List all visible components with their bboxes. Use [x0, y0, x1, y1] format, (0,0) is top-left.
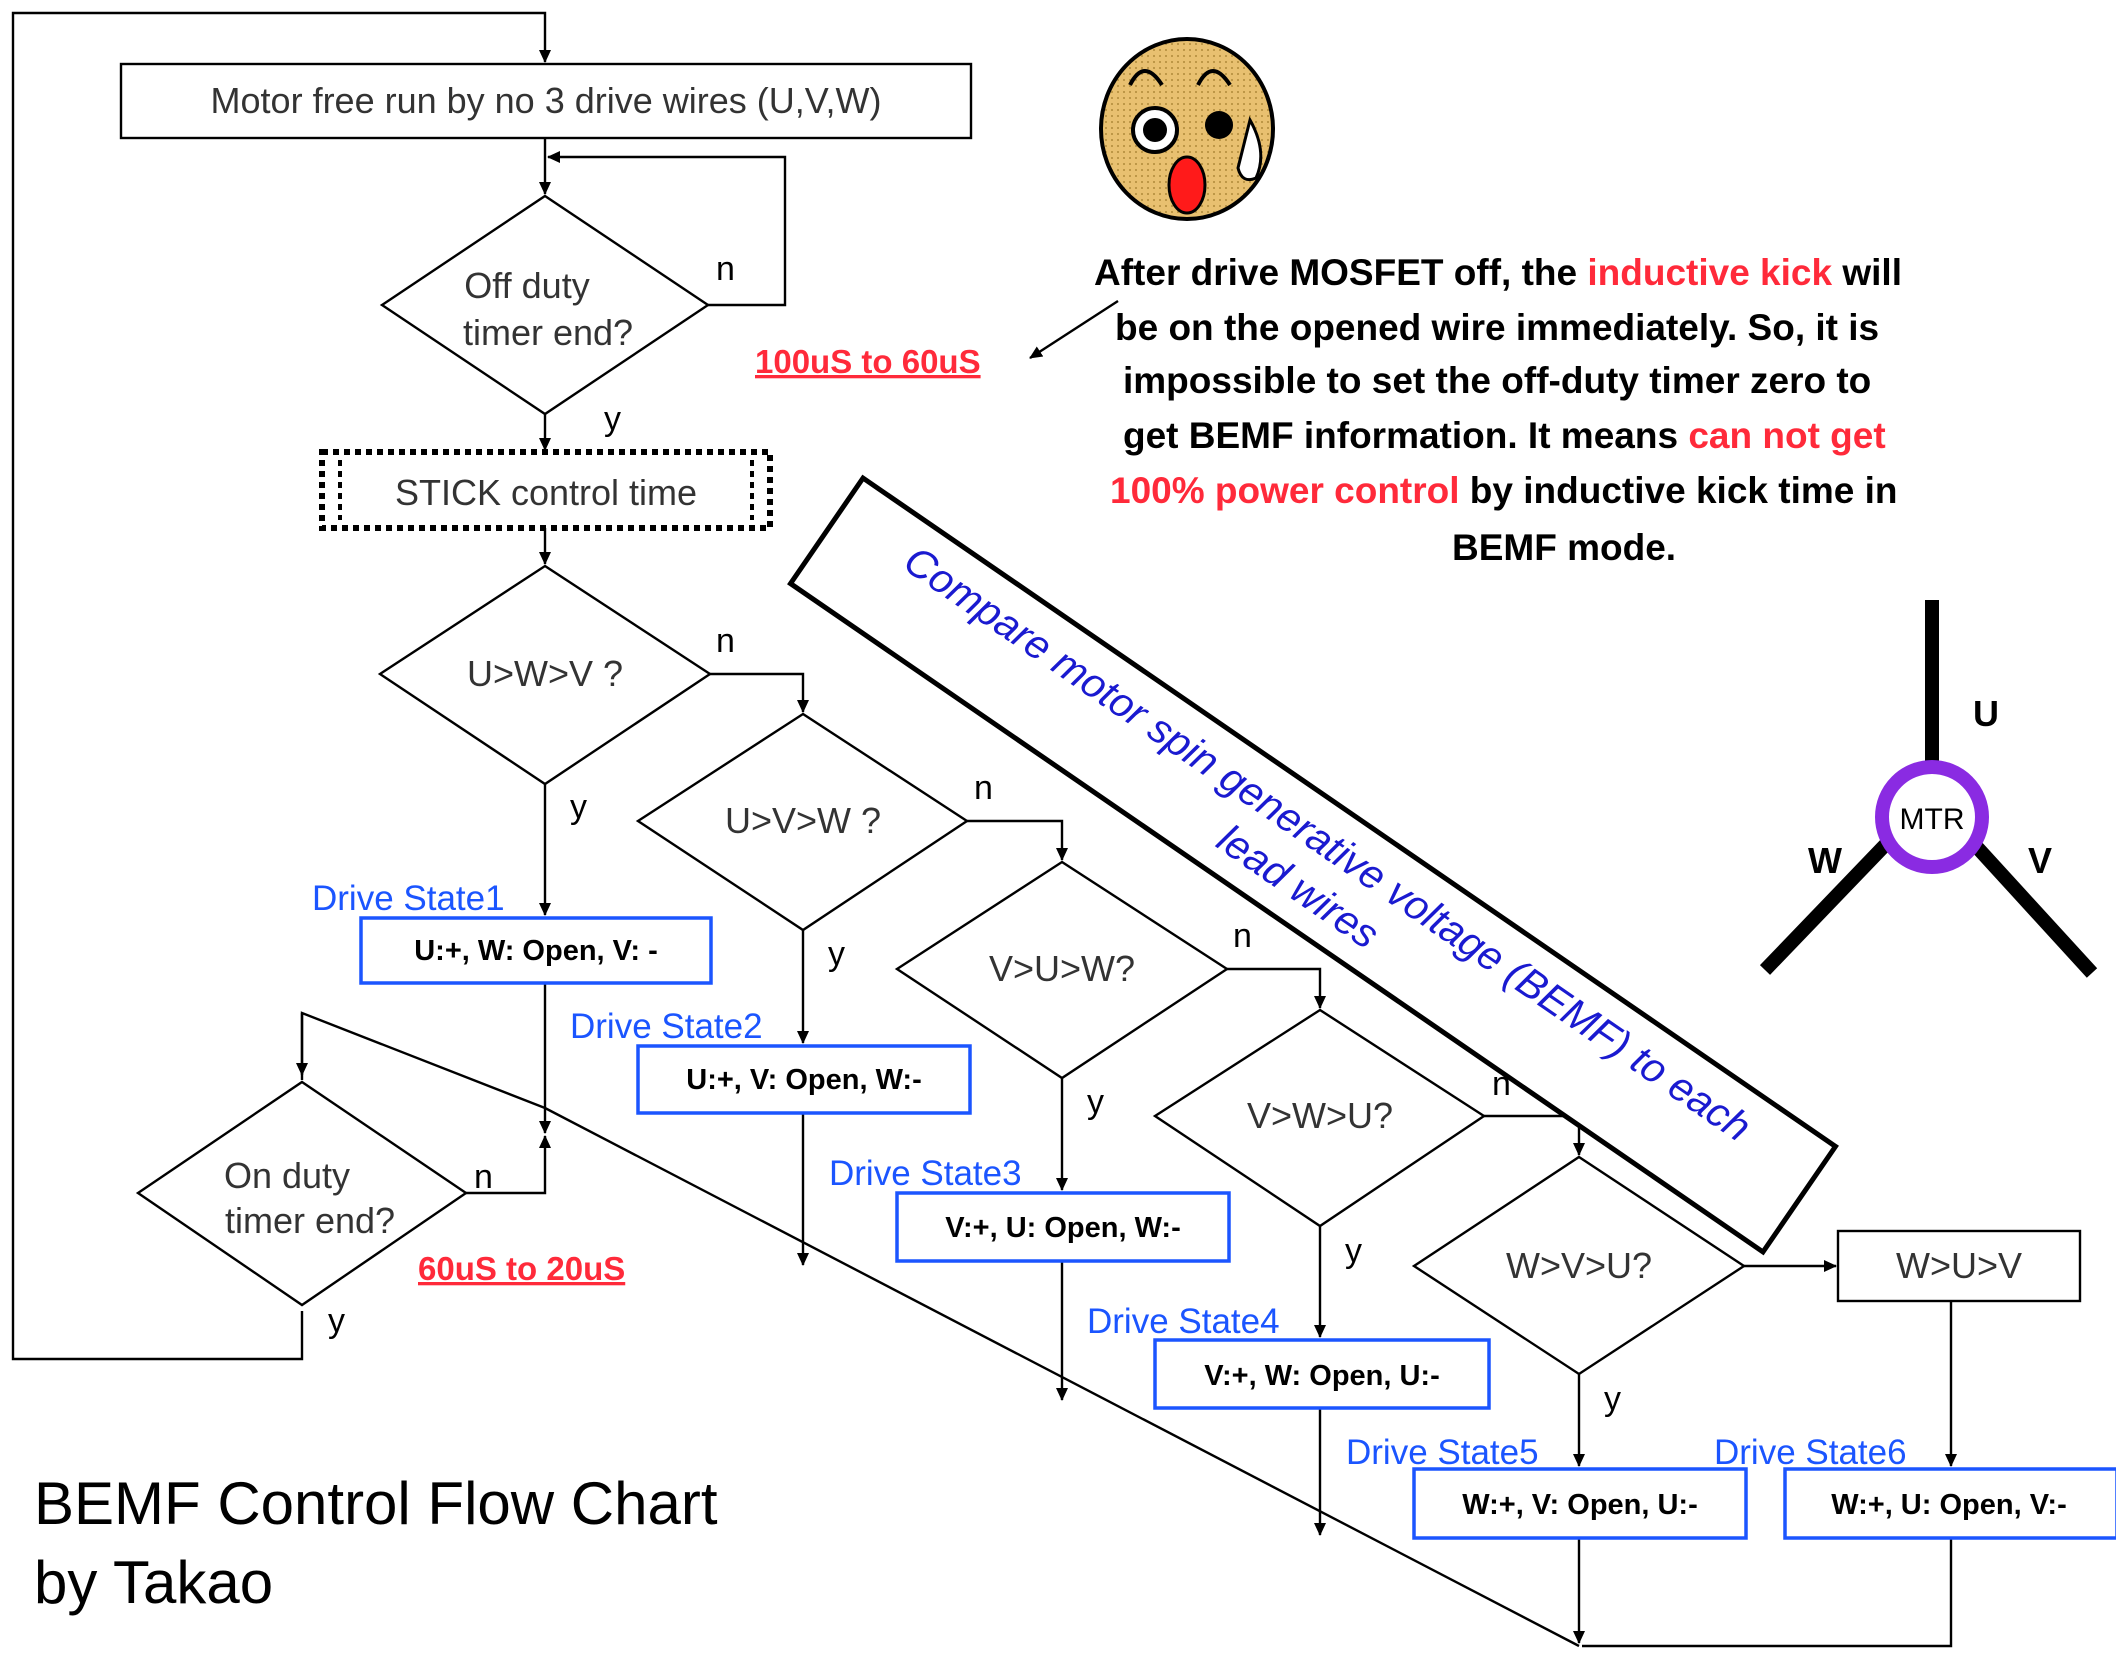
inductive-kick-note: After drive MOSFET off, the inductive ki… [1094, 252, 1902, 568]
decision-uvw-text: U>V>W ? [725, 800, 881, 841]
on-duty-text-2: timer end? [225, 1200, 395, 1241]
decision-uwv-text: U>W>V ? [467, 653, 623, 694]
on-duty-decision [135, 1080, 469, 1307]
drive-state-3-label: Drive State3 [829, 1154, 1022, 1193]
svg-text:After drive MOSFET off, the in: After drive MOSFET off, the inductive ki… [1094, 252, 1902, 293]
on-duty-timer: 60uS to 20uS [418, 1250, 625, 1287]
drive-state-4-label: Drive State4 [1087, 1302, 1280, 1341]
drive-state-5-command: W:+, V: Open, U:- [1462, 1489, 1698, 1521]
decision-uvw [635, 712, 970, 932]
off-duty-text-2: timer end? [463, 312, 633, 353]
on-duty-no-label: n [474, 1158, 493, 1196]
svg-text:impossible to set the off-dut: impossible to set the off-duty timer zer… [1123, 360, 1871, 401]
drive-state-6-command: W:+, U: Open, V:- [1831, 1489, 2067, 1521]
stick-text: STICK control time [395, 472, 697, 513]
svg-text:100% power control by inductiv: 100% power control by inductive kick tim… [1110, 470, 1898, 511]
drive-state-4-box [1153, 1338, 1491, 1410]
decision-uvw-no: n [974, 769, 993, 807]
drive-state-3-box [895, 1191, 1231, 1263]
last-case-box [1836, 1229, 2082, 1303]
chart-title-line2: by Takao [34, 1549, 273, 1616]
decision-vwu [1152, 1008, 1487, 1228]
drive-state-4-command: V:+, W: Open, U:- [1204, 1360, 1440, 1392]
drive-state-1-label: Drive State1 [312, 879, 505, 918]
free-run-box [119, 62, 973, 140]
decision-wvu-yes: y [1604, 1380, 1621, 1418]
decision-uwv-yes: y [570, 788, 587, 826]
decision-vuw [894, 860, 1230, 1080]
decision-wvu [1411, 1155, 1747, 1376]
last-case-text: W>U>V [1896, 1245, 2022, 1286]
drive-state-6-box [1783, 1467, 2116, 1540]
drive-state-1-command: U:+, W: Open, V: - [414, 935, 658, 967]
svg-text:get BEMF information. It means: get BEMF information. It means can not g… [1123, 415, 1886, 456]
decision-vuw-yes: y [1087, 1083, 1104, 1121]
motor-v-label: V [2028, 840, 2052, 881]
decision-vuw-text: V>U>W? [989, 948, 1135, 989]
decision-vuw-no: n [1233, 917, 1252, 955]
svg-text:be on the opened wire immediat: be on the opened wire immediately. So, i… [1115, 307, 1879, 348]
decision-wvu-text: W>V>U? [1506, 1245, 1652, 1286]
decision-vwu-text: V>W>U? [1247, 1095, 1393, 1136]
decision-uvw-yes: y [828, 935, 845, 973]
decision-uwv [377, 564, 713, 786]
on-duty-text-1: On duty [224, 1155, 350, 1196]
free-run-text: Motor free run by no 3 drive wires (U,V,… [211, 80, 882, 121]
svg-text:BEMF mode.: BEMF mode. [1452, 527, 1676, 568]
off-duty-no-label: n [716, 250, 735, 288]
decision-vwu-yes: y [1345, 1232, 1362, 1270]
drive-state-2-command: U:+, V: Open, W:- [686, 1064, 922, 1096]
chart-title-line1: BEMF Control Flow Chart [34, 1470, 718, 1537]
off-duty-yes-label: y [604, 400, 621, 438]
motor-w-label: W [1808, 840, 1842, 881]
decision-uwv-no: n [716, 622, 735, 660]
surprised-face-icon [1099, 37, 1275, 221]
off-duty-timer: 100uS to 60uS [755, 343, 981, 380]
drive-state-3-command: V:+, U: Open, W:- [945, 1212, 1181, 1244]
motor-u-label: U [1973, 693, 1999, 734]
drive-state-5-label: Drive State5 [1346, 1433, 1539, 1472]
drive-state-2-box [636, 1044, 972, 1115]
off-duty-decision [379, 194, 711, 416]
stick-box [319, 449, 773, 531]
off-duty-text-1: Off duty [464, 265, 589, 306]
drive-state-2-label: Drive State2 [570, 1007, 763, 1046]
on-duty-yes-label: y [328, 1302, 345, 1340]
drive-state-1-box [359, 916, 713, 985]
drive-state-6-label: Drive State6 [1714, 1433, 1907, 1472]
motor-symbol: MTR U V W [1759, 600, 2098, 978]
drive-state-5-box [1412, 1467, 1748, 1540]
motor-center-label: MTR [1900, 803, 1965, 836]
